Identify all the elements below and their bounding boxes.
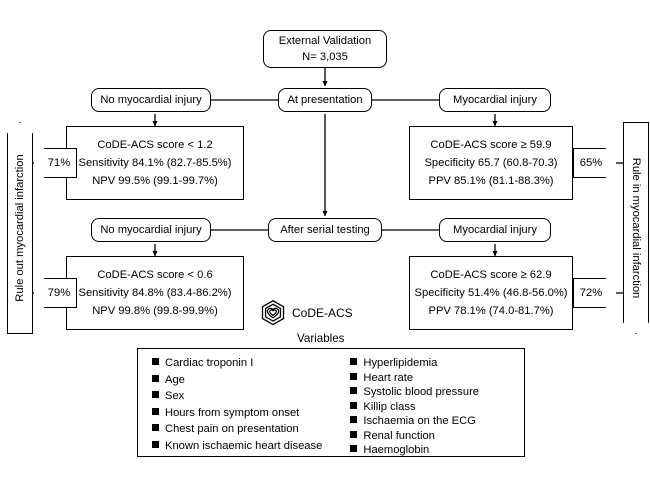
stats-rule-out-serial: CoDE-ACS score < 0.6 Sensitivity 84.8% (… xyxy=(66,256,244,330)
square-bullet-icon xyxy=(152,374,159,382)
stage-at-presentation: At presentation xyxy=(278,88,372,112)
list-item-label: Systolic blood pressure xyxy=(363,386,480,398)
code-acs-hexagon-heart-icon xyxy=(259,299,287,327)
list-item-label: Age xyxy=(165,373,185,386)
list-item-label: Chest pain on presentation xyxy=(165,423,299,435)
banner-rule-out-label: Rule out myocardial infarction xyxy=(14,154,26,302)
list-item-label: Sex xyxy=(165,390,185,402)
square-bullet-icon xyxy=(152,358,159,365)
list-item-label: Haemoglobin xyxy=(363,444,430,456)
stat-score-line: CoDE-ACS score < 0.6 xyxy=(97,268,213,281)
pct-rule-out-serial: 79% xyxy=(33,278,77,308)
list-item-label: Known ischaemic heart disease xyxy=(165,439,323,452)
list-item-label: Cardiac troponin I xyxy=(165,357,254,369)
variables-column-right: Hyperlipidemia Heart rate Systolic blood… xyxy=(350,357,514,456)
stat-specificity-line: Specificity 65.7 (60.8-70.3) xyxy=(424,156,558,169)
stat-npv-line: NPV 99.5% (99.1-99.7%) xyxy=(92,175,218,188)
list-item: Hyperlipidemia xyxy=(350,357,514,369)
stat-score-line: CoDE-ACS score ≥ 59.9 xyxy=(430,138,552,151)
stat-ppv-line: PPV 78.1% (74.0-81.7%) xyxy=(428,305,554,318)
pct-rule-out-presentation: 71% xyxy=(33,148,77,178)
stat-score-line: CoDE-ACS score ≥ 62.9 xyxy=(430,268,552,281)
external-validation-line2: N= 3,035 xyxy=(302,51,348,63)
list-item-label: Hours from symptom onset xyxy=(165,406,300,419)
list-item: Cardiac troponin I xyxy=(152,357,350,369)
square-bullet-icon xyxy=(152,440,159,448)
code-acs-branding: CoDE-ACS xyxy=(259,299,353,327)
variables-heading: Variables xyxy=(297,332,345,345)
square-bullet-icon xyxy=(350,445,358,452)
stat-sensitivity-line: Sensitivity 84.1% (82.7-85.5%) xyxy=(78,156,232,169)
stat-sensitivity-line: Sensitivity 84.8% (83.4-86.2%) xyxy=(78,286,232,299)
square-bullet-icon xyxy=(152,424,159,431)
stats-rule-in-serial: CoDE-ACS score ≥ 62.9 Specificity 51.4% … xyxy=(409,256,573,330)
list-item: Chest pain on presentation xyxy=(152,423,350,435)
list-item-label: Killip class xyxy=(363,400,416,413)
list-item-label: Renal function xyxy=(363,429,435,442)
square-bullet-icon xyxy=(152,391,159,398)
square-bullet-icon xyxy=(350,416,358,423)
list-item: Heart rate xyxy=(350,372,514,384)
list-item: Haemoglobin xyxy=(350,444,514,456)
branch-label-no-injury-presentation: No myocardial injury xyxy=(91,88,211,112)
variables-legend-box: Cardiac troponin I Age Sex Hours from sy… xyxy=(137,348,525,457)
list-item: Killip class xyxy=(350,401,514,413)
pct-rule-in-presentation: 65% xyxy=(573,148,617,178)
banner-rule-out-myocardial-infarction: Rule out myocardial infarction xyxy=(7,122,33,334)
stage-after-serial-testing: After serial testing xyxy=(268,218,382,242)
list-item: Sex xyxy=(152,390,350,402)
pct-rule-in-serial: 72% xyxy=(573,278,617,308)
branch-label-injury-presentation: Myocardial injury xyxy=(439,88,551,112)
list-item-label: Hyperlipidemia xyxy=(363,357,438,369)
branch-label-no-injury-serial: No myocardial injury xyxy=(91,218,211,242)
list-item-label: Ischaemia on the ECG xyxy=(363,415,476,427)
variables-column-left: Cardiac troponin I Age Sex Hours from sy… xyxy=(152,357,350,452)
list-item: Known ischaemic heart disease xyxy=(152,440,350,452)
stat-ppv-line: PPV 85.1% (81.1-88.3%) xyxy=(428,175,554,188)
square-bullet-icon xyxy=(350,387,358,394)
external-validation-line1: External Validation xyxy=(278,34,372,47)
stat-score-line: CoDE-ACS score < 1.2 xyxy=(97,138,213,151)
stats-rule-in-presentation: CoDE-ACS score ≥ 59.9 Specificity 65.7 (… xyxy=(409,126,573,200)
branch-label-injury-serial: Myocardial injury xyxy=(439,218,551,242)
list-item: Systolic blood pressure xyxy=(350,386,514,398)
stat-npv-line: NPV 99.8% (99.8-99.9%) xyxy=(92,305,218,318)
banner-rule-in-myocardial-infarction: Rule in myocardial infarction xyxy=(623,122,649,334)
stat-specificity-line: Specificity 51.4% (46.8-56.0%) xyxy=(414,286,568,299)
code-acs-logo-text: CoDE-ACS xyxy=(292,306,353,320)
square-bullet-icon xyxy=(350,401,358,409)
list-item-label: Heart rate xyxy=(363,371,414,384)
list-item: Hours from symptom onset xyxy=(152,407,350,419)
square-bullet-icon xyxy=(152,407,159,415)
banner-rule-in-label: Rule in myocardial infarction xyxy=(630,157,642,299)
list-item: Ischaemia on the ECG xyxy=(350,415,514,427)
square-bullet-icon xyxy=(350,358,358,365)
stats-rule-out-presentation: CoDE-ACS score < 1.2 Sensitivity 84.1% (… xyxy=(66,126,244,200)
square-bullet-icon xyxy=(350,372,358,380)
square-bullet-icon xyxy=(350,430,358,438)
external-validation-box: External Validation N= 3,035 xyxy=(263,30,387,68)
list-item: Renal function xyxy=(350,430,514,442)
list-item: Age xyxy=(152,374,350,386)
